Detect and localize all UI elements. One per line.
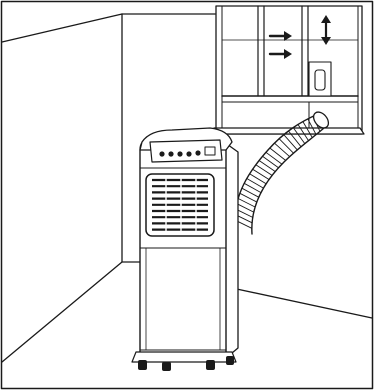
control-button-icon (186, 151, 191, 156)
hose-rib (263, 156, 279, 167)
arrow-right-icon (270, 31, 292, 59)
control-button-icon (177, 151, 182, 156)
unit-front-body (140, 136, 226, 358)
window-inner-frame (222, 6, 358, 128)
hose-rib (270, 148, 286, 160)
control-button-icon (168, 151, 173, 156)
grille-slats (152, 178, 208, 232)
window (210, 6, 364, 134)
hose-rib (250, 174, 267, 184)
hose-rib (247, 179, 264, 189)
caster-wheel-icon (138, 360, 147, 370)
hose-rib (266, 152, 282, 164)
caster-wheel-icon (162, 362, 171, 371)
control-button-icon (195, 150, 200, 155)
hose-rib (253, 169, 269, 179)
caster-wheel-icon (226, 356, 234, 365)
hose-rib (259, 161, 275, 172)
double-arrow-vertical-icon (321, 15, 331, 45)
caster-wheel-icon (206, 360, 215, 370)
hose-rib (256, 165, 272, 176)
window-outer-frame (216, 6, 362, 134)
floor-right-line (232, 288, 372, 318)
control-button-icon (159, 151, 164, 156)
hose-rib (284, 135, 297, 150)
air-conditioner-unit (132, 128, 238, 371)
unit-base (132, 352, 236, 362)
hose-rib (279, 139, 293, 153)
floor-left-line (2, 262, 122, 362)
display-icon (205, 147, 215, 155)
ceiling-left-line (2, 14, 122, 42)
hose-rib (275, 143, 290, 156)
window-slider-vent (315, 70, 325, 90)
